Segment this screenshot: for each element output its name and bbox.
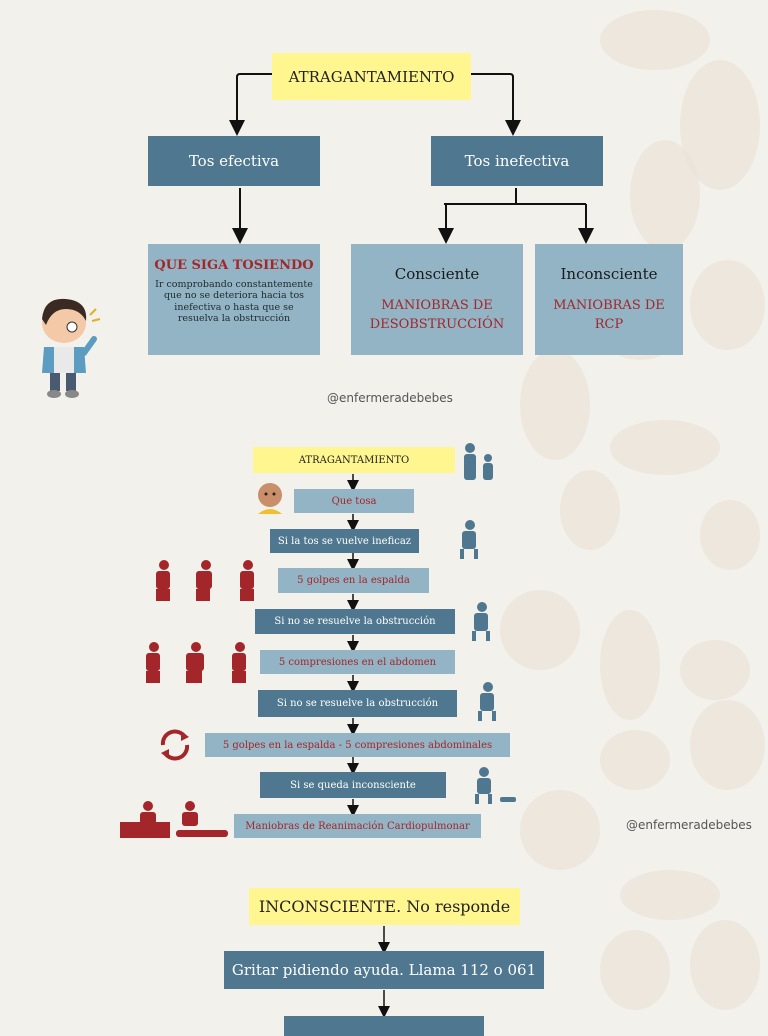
keep-coughing-body: Ir comprobando constantemente que no se … bbox=[155, 279, 313, 325]
not-resolved-icon bbox=[472, 602, 490, 641]
unconscious-title-node: INCONSCIENTE. No responde bbox=[249, 888, 520, 925]
cpr-icons bbox=[120, 801, 228, 838]
middle-root-node: ATRAGANTAMIENTO bbox=[253, 447, 455, 473]
background-nut bbox=[600, 930, 670, 1010]
conscious-title: Consciente bbox=[394, 265, 480, 284]
ineffective-cough-icon bbox=[460, 520, 478, 559]
not-resolved-icon-2 bbox=[478, 682, 496, 721]
effective-cough-node: Tos efectiva bbox=[148, 136, 320, 186]
keep-coughing-node: QUE SIGA TOSIENDO Ir comprobando constan… bbox=[148, 244, 320, 355]
step-back-blows: 5 golpes en la espalda bbox=[278, 568, 429, 593]
step-abdominal: 5 compresiones en el abdomen bbox=[260, 650, 455, 674]
watermark-top: @enfermeradebebes bbox=[327, 391, 453, 405]
unconscious-title: Inconsciente bbox=[560, 265, 658, 284]
background-nut bbox=[690, 920, 760, 1010]
background-nut bbox=[610, 420, 720, 475]
unconscious-node: Inconsciente MANIOBRAS DE RCP bbox=[535, 244, 683, 355]
repeat-cycle-icon bbox=[160, 729, 190, 761]
parent-child-icon bbox=[464, 443, 493, 480]
unconscious-person-icon bbox=[475, 767, 516, 804]
root-node: ATRAGANTAMIENTO bbox=[272, 53, 471, 100]
step-ineffective: Si la tos se vuelve ineficaz bbox=[270, 529, 419, 553]
unconscious-action: MANIOBRAS DE RCP bbox=[553, 298, 665, 332]
step-alternate: 5 golpes en la espalda - 5 compresiones … bbox=[205, 733, 510, 757]
background-nut bbox=[680, 640, 750, 700]
background-nut bbox=[500, 590, 580, 670]
background-nut bbox=[690, 260, 765, 350]
step-not-resolved-1: Si no se resuelve la obstrucción bbox=[255, 609, 455, 634]
abdominal-thrusts-icons bbox=[146, 642, 246, 683]
step-cough: Que tosa bbox=[294, 489, 414, 513]
background-nut bbox=[560, 470, 620, 550]
back-blows-icons bbox=[156, 560, 254, 601]
background-nut bbox=[690, 700, 765, 790]
conscious-action: MANIOBRAS DE DESOBSTRUCCIÓN bbox=[369, 298, 505, 332]
background-nut bbox=[520, 350, 590, 460]
background-nut bbox=[600, 10, 710, 70]
watermark-middle: @enfermeradebebes bbox=[626, 818, 752, 832]
step-cpr: Maniobras de Reanimación Cardiopulmonar bbox=[234, 814, 481, 838]
step-unconscious: Si se queda inconsciente bbox=[260, 772, 446, 798]
background-nut bbox=[600, 730, 670, 790]
call-help-node: Gritar pidiendo ayuda. Llama 112 o 061 bbox=[224, 951, 544, 989]
coughing-baby-icon bbox=[258, 483, 282, 514]
keep-coughing-title: QUE SIGA TOSIENDO bbox=[154, 258, 314, 273]
background-nut bbox=[620, 870, 720, 920]
background-nut bbox=[520, 790, 600, 870]
conscious-node: Consciente MANIOBRAS DE DESOBSTRUCCIÓN bbox=[351, 244, 523, 355]
background-nut bbox=[700, 500, 760, 570]
background-nut bbox=[630, 140, 700, 250]
background-nut bbox=[600, 610, 660, 720]
step-not-resolved-2: Si no se resuelve la obstrucción bbox=[258, 690, 457, 717]
coughing-child-icon bbox=[42, 298, 101, 398]
ineffective-cough-node: Tos inefectiva bbox=[431, 136, 603, 186]
next-step-node bbox=[284, 1016, 484, 1036]
